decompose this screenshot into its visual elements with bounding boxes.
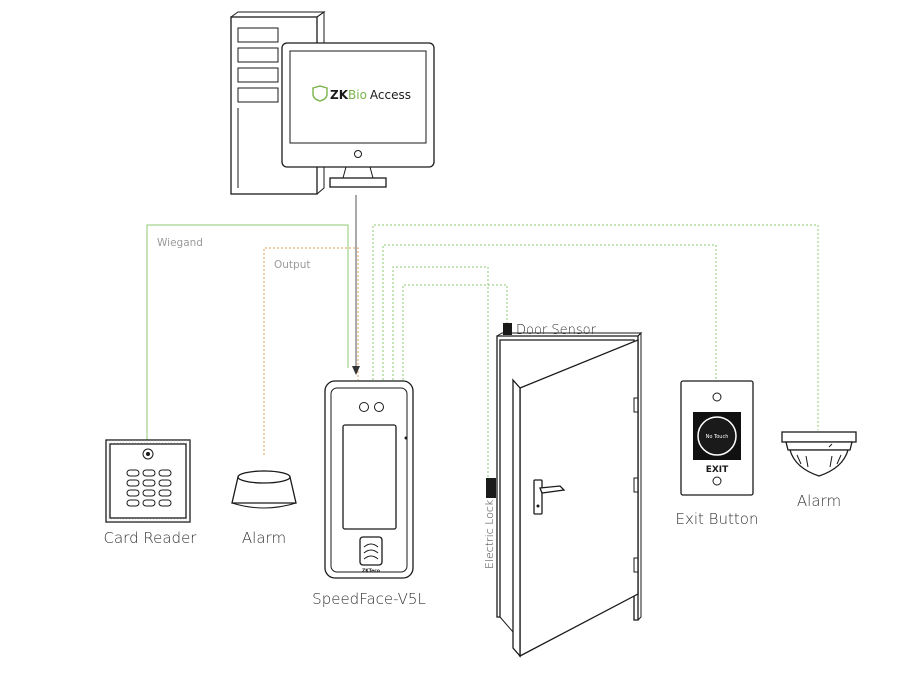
siren-alarm [231, 470, 297, 509]
keypad-key [158, 499, 172, 507]
door-sensor-block [503, 323, 512, 335]
exit-button-line [382, 244, 717, 380]
keypad-key [142, 499, 156, 507]
keypad-key [126, 469, 140, 477]
output-line [263, 247, 359, 455]
speedface-terminal: ZKTeco [324, 380, 414, 579]
output-label: Output [274, 259, 310, 271]
door-sensor-line [402, 284, 508, 380]
wiegand-label: Wiegand [157, 237, 203, 249]
keypad-key [126, 479, 140, 487]
keypad-key [142, 489, 156, 497]
electric-lock-label: Electric Lock [483, 499, 496, 569]
no-touch-text: No Touch [706, 434, 729, 440]
electric-lock-block [486, 478, 496, 498]
keypad-key [158, 469, 172, 477]
card-reader-label: Card Reader [104, 529, 198, 547]
card-reader [105, 439, 191, 523]
ceiling-alarm [781, 431, 857, 477]
keypad-key [158, 489, 172, 497]
alarm-left-label: Alarm [242, 529, 286, 547]
electric-lock-line [392, 266, 489, 478]
door [496, 331, 643, 658]
exit-button-label: Exit Button [676, 510, 759, 528]
keypad [126, 469, 172, 507]
door-sensor-label: Door Sensor [516, 323, 597, 338]
alarm-right-line [372, 224, 819, 430]
connection-lines [146, 195, 819, 478]
exit-button-device: No Touch EXIT [680, 380, 754, 496]
keypad-key [126, 489, 140, 497]
terminal-label: SpeedFace-V5L [312, 590, 426, 608]
monitor [281, 42, 435, 188]
keypad-key [142, 469, 156, 477]
exit-text: EXIT [706, 465, 729, 475]
keypad-key [142, 479, 156, 487]
pc-terminal-arrow [352, 366, 360, 375]
wiegand-line [146, 224, 349, 452]
terminal-logo: ZKTeco [362, 568, 380, 574]
keypad-key [158, 479, 172, 487]
alarm-right-label: Alarm [797, 492, 841, 510]
keypad-key [126, 499, 140, 507]
shield-icon [312, 85, 328, 102]
